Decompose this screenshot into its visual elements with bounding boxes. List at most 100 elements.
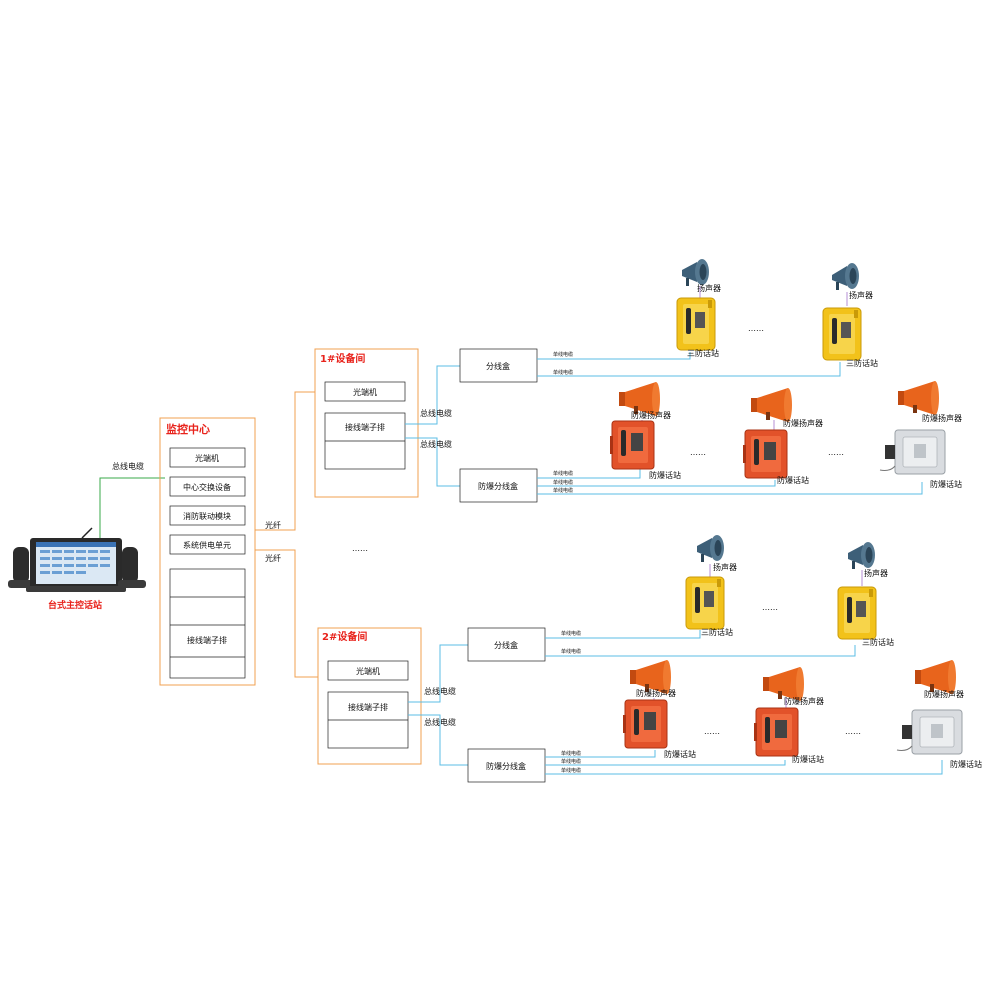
ex-junction-box-label: 防爆分线盒 [478,481,518,491]
single-cable-label: 单线电缆 [561,648,581,655]
ex-phone-label: 防爆话站 [649,470,681,480]
phone-label: 三防话站 [701,627,733,637]
single-cable-line [545,630,701,639]
explosion-proof-phone-icon [610,420,655,470]
speaker-label: 扬声器 [864,568,888,578]
room-terminal-label: 接线端子排 [348,702,388,712]
bus-label: 总线电缆 [420,408,452,418]
weatherproof-phone-icon [685,576,725,630]
ex-phone-label: 防爆话站 [792,754,824,764]
explosion-proof-speaker-icon [751,388,792,422]
explosion-proof-speaker-icon [763,667,804,701]
console-bus-line [99,477,165,538]
fiber-label-1: 光纤 [265,520,281,530]
speaker-icon [697,535,724,562]
single-cable-label: 单线电缆 [553,470,573,477]
bus-label: 总线电缆 [424,686,456,696]
phone-label: 三防话站 [862,637,894,647]
center-item-power: 系统供电单元 [183,540,231,550]
junction-box-label: 分线盒 [486,361,510,371]
single-cable-label: 单线电缆 [553,351,573,358]
explosion-proof-phone-icon [754,707,799,757]
explosion-proof-phone-icon [623,699,668,749]
rooms-ellipsis: …… [352,544,368,553]
ex-speaker-label: 防爆扬声器 [636,688,676,698]
junction-box [467,627,546,662]
single-cable-line [537,362,841,377]
ellipsis: …… [762,603,778,612]
ellipsis: …… [704,727,720,736]
room-optical-label: 光端机 [353,387,377,397]
single-cable-label: 单线电缆 [561,750,581,757]
center-item-optical: 光端机 [195,453,219,463]
ex-phone-label: 防爆话站 [930,479,962,489]
speaker-label: 扬声器 [713,562,737,572]
ex-phone-label: 防爆话站 [950,759,982,769]
center-frame [159,417,256,686]
weatherproof-phone-icon [676,297,716,351]
fiber-link-2 [255,549,318,678]
junction-box-label: 分线盒 [494,640,518,650]
single-cable-line [545,760,943,775]
ex-speaker-label: 防爆扬声器 [922,413,962,423]
bus-label: 总线电缆 [424,717,456,727]
bus-line-ex-junction [408,714,468,766]
single-cable-label: 单线电缆 [561,758,581,765]
explosion-proof-enclosure-phone-icon [896,709,963,755]
fiber-link-1 [255,391,315,531]
explosion-proof-speaker-icon [619,382,660,416]
single-cable-line [537,480,776,487]
weatherproof-phone-icon [837,586,877,640]
room-optical-box [327,660,409,681]
weatherproof-phone-icon [822,307,862,361]
console-screen-icon [26,527,126,592]
fiber-label-2: 光纤 [265,553,281,563]
room-terminal-label: 接线端子排 [345,422,385,432]
single-cable-line [545,760,786,766]
ex-phone-label: 防爆话站 [664,749,696,759]
monitoring-center: 监控中心 光端机 中心交换设备 消防联动模块 系统供电单元 接线端子排 [159,417,256,686]
ellipsis: …… [748,324,764,333]
single-cable-label: 单线电缆 [561,630,581,637]
bus-line-junction [405,365,460,425]
center-terminal-label: 接线端子排 [187,635,227,645]
equipment-room-2: 2#设备间 光端机 接线端子排 [317,627,422,765]
ex-speaker-label: 防爆扬声器 [783,418,823,428]
ex-speaker-label: 防爆扬声器 [784,696,824,706]
ex-phone-label: 防爆话站 [777,475,809,485]
center-item-switch: 中心交换设备 [183,482,231,492]
explosion-proof-speaker-icon [915,660,956,694]
speaker-icon [848,542,875,569]
ex-junction-box [467,748,546,783]
center-item-box [169,447,246,468]
phone-label: 三防话站 [846,358,878,368]
room-title: 2#设备间 [322,630,367,643]
explosion-proof-speaker-icon [898,381,939,415]
single-cable-line [537,352,691,360]
speaker-icon [682,259,709,286]
room-title: 1#设备间 [320,352,365,365]
bus-line-ex-junction [405,437,460,487]
single-cable-line [537,466,641,479]
single-cable-label: 单线电缆 [553,479,573,486]
junction-box [459,348,538,383]
speaker-label: 扬声器 [849,290,873,300]
phone-label: 三防话站 [687,348,719,358]
room-frame [317,627,422,765]
room-frame [314,348,419,498]
ellipsis: …… [828,448,844,457]
speaker-icon [832,263,859,290]
ellipsis: …… [845,727,861,736]
bus-label: 总线电缆 [420,439,452,449]
speaker-label: 扬声器 [697,283,721,293]
center-item-box [169,505,246,526]
center-title: 监控中心 [166,422,210,436]
center-terminal-box [169,568,246,679]
ellipsis: …… [690,448,706,457]
single-cable-line [545,645,856,657]
ex-speaker-label: 防爆扬声器 [924,689,964,699]
handset-right-icon [118,547,146,588]
explosion-proof-speaker-icon [630,660,671,694]
single-cable-label: 单线电缆 [561,767,581,774]
